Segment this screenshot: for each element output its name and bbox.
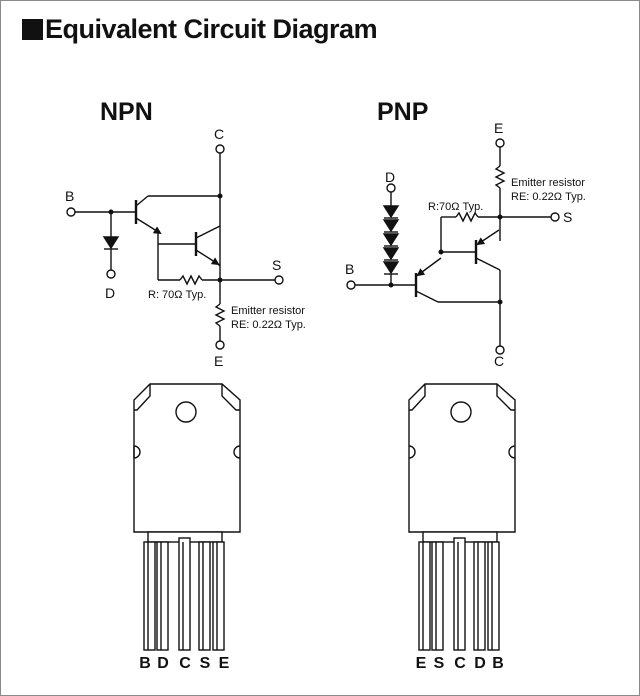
pnp-pin-d-label: D xyxy=(385,169,395,185)
npn-package-pin-3: C xyxy=(179,655,191,672)
npn-re-label: RE: 0.22Ω Typ. xyxy=(231,319,306,331)
npn-package-pin-1: B xyxy=(139,655,151,672)
npn-mounting-hole xyxy=(175,401,197,423)
pnp-package-pin-1: E xyxy=(416,655,427,672)
npn-package-pin-labels: B D C S E xyxy=(139,655,229,672)
npn-heading: NPN xyxy=(100,98,153,126)
pnp-r-label: R:70Ω Typ. xyxy=(428,201,483,213)
npn-pin-c-label: C xyxy=(214,126,224,142)
npn-pin-b-label: B xyxy=(65,188,74,204)
title-text: Equivalent Circuit Diagram xyxy=(45,14,378,44)
pnp-package-pin-3: C xyxy=(454,655,466,672)
pnp-package-pin-labels: E S C D B xyxy=(416,655,504,672)
title-square-icon xyxy=(22,19,43,40)
npn-terminal-c xyxy=(215,144,225,154)
page-title: Equivalent Circuit Diagram xyxy=(22,14,378,45)
npn-pin-e-label: E xyxy=(214,353,223,369)
pnp-circuit xyxy=(346,138,560,355)
pnp-re-label: RE: 0.22Ω Typ. xyxy=(511,191,586,203)
pnp-terminal-s xyxy=(550,212,560,222)
npn-r-label: R: 70Ω Typ. xyxy=(148,289,206,301)
pnp-terminal-d xyxy=(386,183,396,193)
pnp-package-pin-2: S xyxy=(434,655,445,672)
pnp-heading: PNP xyxy=(377,98,428,126)
npn-terminal-d xyxy=(106,269,116,279)
pnp-pin-c-label: C xyxy=(494,353,504,369)
pnp-package-pin-4: D xyxy=(474,655,486,672)
npn-package-pin-4: S xyxy=(200,655,211,672)
npn-circuit xyxy=(66,144,284,350)
npn-junction-dots xyxy=(108,193,223,283)
pnp-package-pin-5: B xyxy=(492,655,504,672)
pnp-junction-dots xyxy=(388,214,503,305)
pnp-terminal-e xyxy=(495,138,505,148)
npn-terminal-s xyxy=(274,275,284,285)
pnp-mounting-hole xyxy=(450,401,472,423)
pnp-terminal-b xyxy=(346,280,356,290)
npn-package-pin-5: E xyxy=(219,655,230,672)
pnp-pin-s-label: S xyxy=(563,209,572,225)
npn-pin-s-label: S xyxy=(272,257,281,273)
npn-package xyxy=(133,383,241,651)
npn-terminal-e xyxy=(215,340,225,350)
npn-pin-d-label: D xyxy=(105,285,115,301)
npn-terminal-b xyxy=(66,207,76,217)
npn-emitter-label: Emitter resistor xyxy=(231,305,305,317)
npn-package-pin-2: D xyxy=(157,655,169,672)
pnp-terminal-c xyxy=(495,345,505,355)
pnp-pin-b-label: B xyxy=(345,261,354,277)
pnp-emitter-label: Emitter resistor xyxy=(511,177,585,189)
pnp-pin-e-label: E xyxy=(494,120,503,136)
pnp-package xyxy=(408,383,516,651)
